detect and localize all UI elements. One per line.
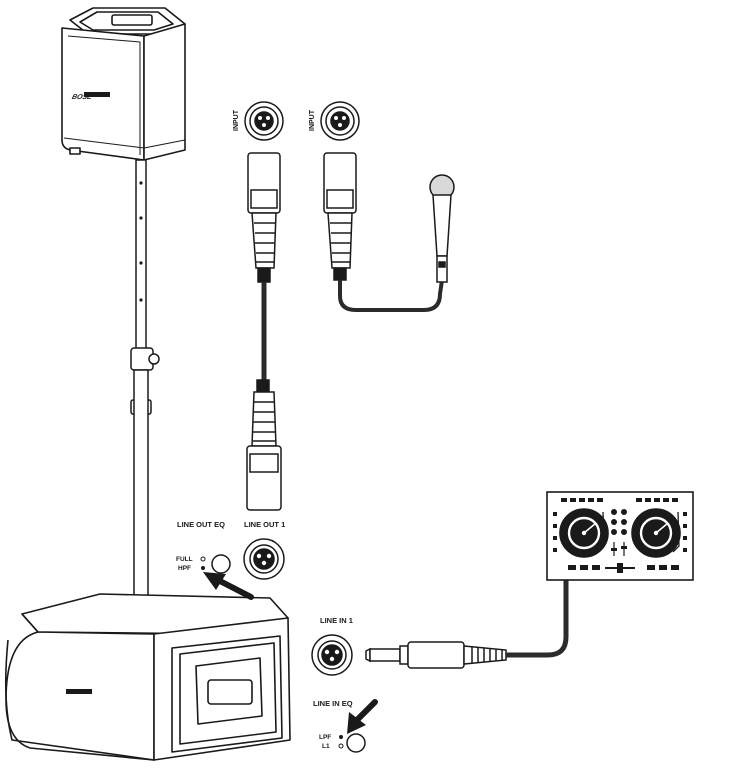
full-label: FULL xyxy=(176,556,193,563)
top-speaker xyxy=(61,7,186,161)
microphone xyxy=(429,174,455,283)
l1-label: L1 xyxy=(322,743,330,750)
input-jack-right xyxy=(320,101,360,141)
line-in-1-label: LINE IN 1 xyxy=(320,616,353,625)
quarter-inch-cable xyxy=(506,580,569,658)
xlr-female-connector xyxy=(246,379,282,511)
mic-cable xyxy=(338,279,444,312)
speaker-pole xyxy=(110,159,172,629)
input-label-right: INPUT xyxy=(309,109,316,131)
line-out-1-jack xyxy=(243,538,285,580)
hpf-indicator xyxy=(201,566,205,570)
hpf-label: HPF xyxy=(178,565,191,572)
line-in-1-jack xyxy=(311,634,353,676)
xlr-male-connector-mic xyxy=(323,152,357,281)
subwoofer-logo xyxy=(66,689,92,694)
line-out-eq-label: LINE OUT EQ xyxy=(177,520,225,529)
full-indicator xyxy=(200,556,206,562)
lpf-indicator xyxy=(339,735,343,739)
line-in-eq-label: LINE IN EQ xyxy=(313,699,353,708)
speaker-logo: BOSE xyxy=(71,93,93,101)
line-out-eq-button[interactable] xyxy=(211,554,231,574)
lpf-label: LPF xyxy=(319,734,331,741)
dj-controller xyxy=(546,491,694,581)
line-in-eq-button[interactable] xyxy=(346,733,366,753)
subwoofer xyxy=(4,593,291,761)
xlr-male-connector-top xyxy=(247,152,281,283)
speaker-logo-mark xyxy=(84,92,110,97)
arrow-to-eq-button xyxy=(203,572,254,600)
input-jack-left xyxy=(244,101,284,141)
line-out-1-label: LINE OUT 1 xyxy=(244,520,285,529)
quarter-inch-plug xyxy=(365,641,507,669)
l1-indicator xyxy=(338,743,344,749)
arrow-to-line-in-eq-button xyxy=(347,699,378,734)
input-label-left: INPUT xyxy=(233,109,240,131)
